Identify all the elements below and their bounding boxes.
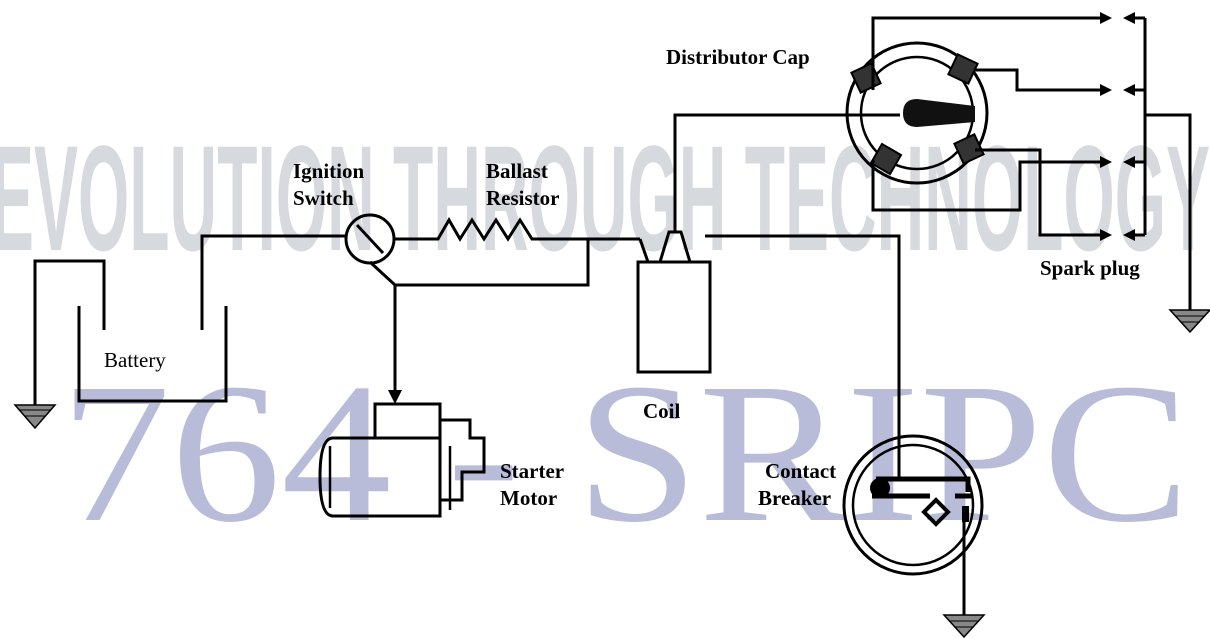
contact-breaker-label-line2: Breaker [758, 486, 831, 510]
spark-plug-arrows [1100, 12, 1135, 241]
contact-breaker-label-line1: Contact [765, 459, 836, 483]
coil-label: Coil [643, 399, 681, 423]
battery-label: Battery [104, 348, 166, 372]
spark-plug-ground-symbol [1168, 309, 1210, 334]
breaker-ground-symbol [942, 614, 986, 638]
ignition-switch-label-line2: Switch [293, 186, 354, 210]
battery [77, 306, 228, 403]
ignition-coil [636, 230, 712, 374]
starter-motor-label-line2: Motor [500, 486, 557, 510]
spark-plug-ground-bus [1135, 16, 1192, 310]
spark-plug-leads [871, 16, 1100, 237]
ignition-switch-label-line1: Ignition [293, 159, 365, 183]
contact-breaker [842, 434, 984, 615]
watermark-top-text: EVOLUTION THROUGH TECHNOLOGY [0, 114, 1210, 282]
starter-motor-label-line1: Starter [500, 459, 564, 483]
wire-coil-to-distributor [673, 113, 900, 232]
wire-bypass [368, 239, 590, 287]
starter-motor [318, 402, 486, 518]
wire-battery-to-switch [200, 234, 346, 318]
watermark-bottom-text: 764 - SRIPC [60, 343, 1190, 564]
ballast-resistor-label-line2: Resistor [486, 186, 559, 210]
wire-coil-to-breaker [705, 234, 901, 478]
ballast-resistor-label-line1: Ballast [486, 159, 548, 183]
battery-ground-symbol [13, 259, 106, 430]
spark-plug-label: Spark plug [1040, 256, 1140, 280]
distributor-cap-label: Distributor Cap [666, 45, 810, 69]
starter-arrow [388, 390, 402, 404]
ballast-resistor [394, 217, 640, 242]
